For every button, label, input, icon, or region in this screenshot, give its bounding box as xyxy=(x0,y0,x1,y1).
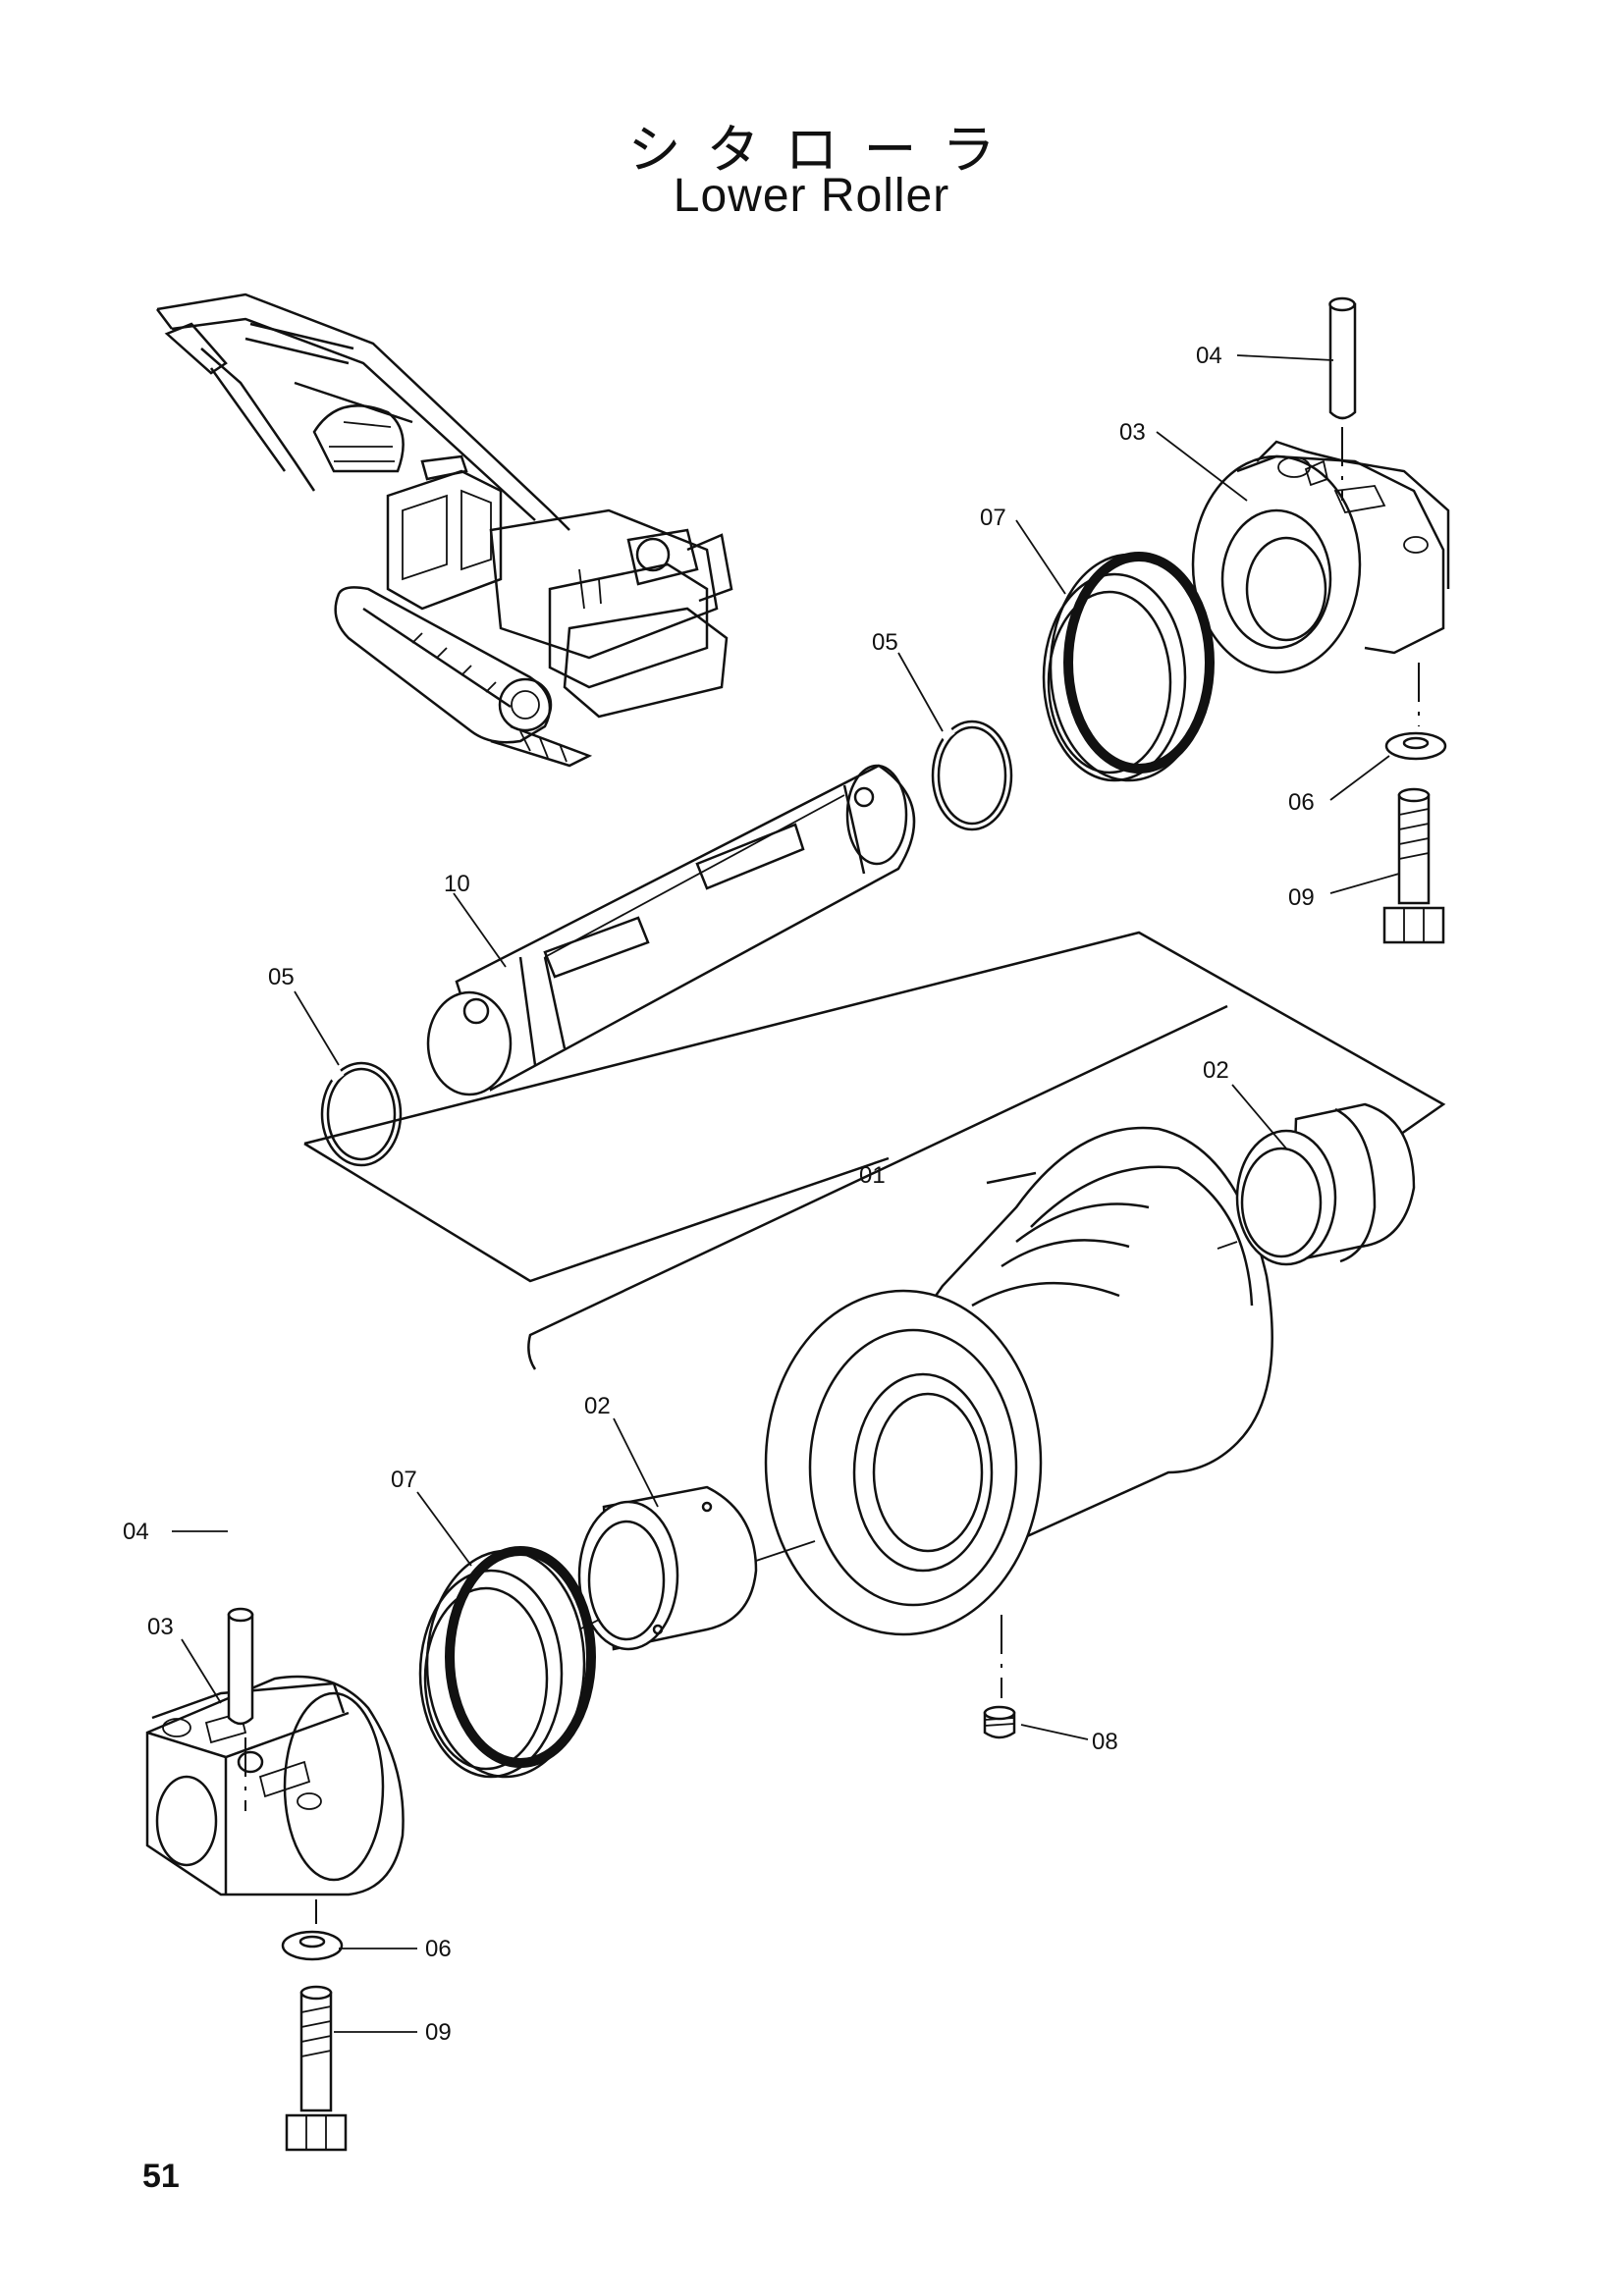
washer-lower xyxy=(281,1899,344,1961)
callout-06-lower: 06 xyxy=(425,1936,452,1962)
bushing-lower xyxy=(577,1485,816,1651)
callout-07-upper: 07 xyxy=(980,505,1006,531)
plug xyxy=(983,1705,1016,1739)
callout-02-upper: 02 xyxy=(1203,1057,1229,1084)
callout-05-right: 05 xyxy=(872,629,898,656)
callout-08: 08 xyxy=(1092,1729,1118,1755)
callout-labels: 04 03 07 05 06 09 10 05 02 01 02 07 04 0… xyxy=(123,343,1315,2046)
collar-upper xyxy=(1191,440,1450,674)
o-ring-upper xyxy=(931,720,1013,831)
callout-09-lower: 09 xyxy=(425,2019,452,2046)
excavator-illustration xyxy=(156,293,733,768)
bushing-upper xyxy=(1217,1102,1416,1266)
bolt-upper xyxy=(1382,787,1445,944)
o-ring-left xyxy=(320,1061,403,1167)
callout-02-lower: 02 xyxy=(584,1393,611,1419)
floating-seal-lower xyxy=(418,1546,600,1779)
floating-seal-upper xyxy=(1042,552,1215,782)
pin-upper xyxy=(1328,296,1357,501)
callout-07-lower: 07 xyxy=(391,1467,417,1493)
page-title-japanese: シタローラ xyxy=(627,119,1021,181)
callout-03-upper: 03 xyxy=(1119,419,1146,446)
callout-03-lower: 03 xyxy=(147,1614,174,1640)
pin-lower xyxy=(227,1607,254,1811)
callout-10: 10 xyxy=(444,871,470,897)
shaft xyxy=(426,764,916,1096)
roller-body xyxy=(764,1126,1273,1698)
page-number: 51 xyxy=(142,2158,180,2195)
callout-01: 01 xyxy=(859,1162,886,1189)
assembly-bracket xyxy=(303,931,1446,1370)
bolt-lower xyxy=(285,1985,348,2152)
callout-09-upper: 09 xyxy=(1288,884,1315,911)
callout-05-left: 05 xyxy=(268,964,295,990)
collar-lower xyxy=(145,1675,405,1896)
callout-06-upper: 06 xyxy=(1288,789,1315,816)
washer-upper xyxy=(1384,663,1447,761)
leader-lines xyxy=(172,354,1400,2033)
callout-04-lower: 04 xyxy=(123,1519,149,1545)
callout-04-upper: 04 xyxy=(1196,343,1222,369)
page-title-english: Lower Roller xyxy=(673,170,950,222)
